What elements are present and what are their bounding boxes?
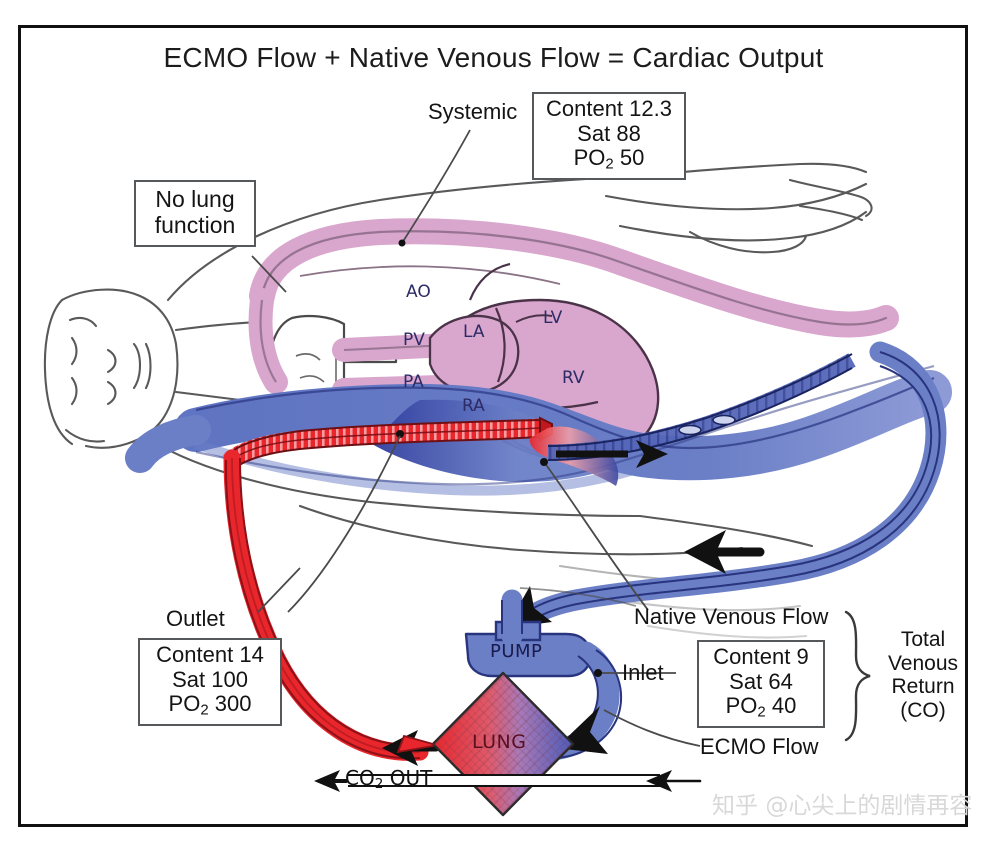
watermark-user: @心尖上的剧情再容: [765, 793, 973, 819]
native-venous-flow-label: Native Venous Flow: [634, 604, 829, 629]
content-label: Content: [545, 96, 624, 121]
anatomy-label-ao: AO: [406, 282, 431, 302]
sat-label: Sat: [577, 120, 611, 146]
outlet-content-row: Content 14: [150, 642, 270, 668]
sat-value: 64: [768, 668, 793, 694]
outlet-po2-row: PO2 300: [150, 691, 270, 719]
total-venous-return-label: Total Venous Return (CO): [874, 628, 972, 722]
po2-subscript: 2: [757, 703, 766, 721]
no-lung-function-text: No lung function: [154, 186, 236, 239]
po2-value: 300: [214, 691, 252, 717]
po2-value: 50: [619, 145, 645, 171]
outlet-values-box: Content 14 Sat 100 PO2 300: [138, 638, 282, 727]
no-lung-function-callout: No lung function: [134, 180, 256, 247]
watermark: 知乎 @心尖上的剧情再容: [712, 786, 972, 820]
content-label: Content: [156, 642, 234, 667]
systemic-content-row: Content 12.3: [544, 96, 674, 122]
watermark-site: 知乎: [712, 793, 758, 819]
po2-label: PO: [725, 693, 758, 719]
systemic-po2-row: PO2 50: [544, 145, 674, 173]
systemic-label: Systemic: [428, 99, 518, 124]
outlet-sat-row: Sat 100: [150, 666, 270, 693]
co2-out-word: OUT: [383, 766, 433, 790]
sat-label: Sat: [729, 668, 763, 694]
co2-subscript: 2: [374, 775, 384, 792]
systemic-sat-row: Sat 88: [544, 120, 674, 147]
co2-out-label: CO2 OUT: [345, 766, 432, 792]
anatomy-label-lv: LV: [543, 308, 563, 328]
membrane-lung-oxygenator: [314, 671, 702, 817]
po2-label: PO: [168, 691, 201, 717]
page-title: ECMO Flow + Native Venous Flow = Cardiac…: [163, 42, 824, 73]
content-label: Content: [713, 644, 791, 669]
tvr-line-1: Total: [900, 628, 946, 651]
leader-lines: [251, 129, 701, 747]
anatomy-label-rv: RV: [562, 368, 585, 388]
sat-label: Sat: [172, 666, 206, 692]
po2-label: PO: [573, 145, 606, 171]
tvr-line-3: Return: [891, 675, 955, 699]
outlet-label: Outlet: [166, 606, 225, 631]
co2-text: CO: [345, 766, 375, 790]
inlet-po2-row: PO2 40: [709, 693, 813, 721]
content-value: 14: [239, 642, 264, 667]
tvr-line-2: Venous: [887, 651, 959, 675]
systemic-values-box: Content 12.3 Sat 88 PO2 50: [532, 92, 686, 181]
po2-subscript: 2: [605, 155, 614, 173]
po2-value: 40: [771, 693, 797, 719]
inlet-content-row: Content 9: [709, 644, 813, 670]
inlet-values-box: Content 9 Sat 64 PO2 40: [697, 640, 825, 729]
pump-label: PUMP: [490, 641, 543, 662]
sat-value: 88: [616, 120, 641, 146]
anatomy-label-ra: RA: [462, 396, 485, 416]
heart-and-arteries: [248, 218, 899, 463]
po2-subscript: 2: [200, 701, 209, 719]
inlet-label: Inlet: [622, 660, 664, 685]
anatomy-label-pa: PA: [403, 372, 424, 392]
lung-label: LUNG: [472, 731, 527, 753]
ecmo-flow-label: ECMO Flow: [700, 734, 819, 759]
anatomy-label-la: LA: [463, 322, 485, 342]
inlet-sat-row: Sat 64: [709, 668, 813, 695]
content-value: 9: [796, 644, 809, 669]
total-venous-return-brace: [844, 610, 871, 742]
sat-value: 100: [211, 666, 248, 692]
anatomy-label-pv: PV: [403, 330, 425, 350]
tvr-line-4: (CO): [900, 698, 946, 722]
content-value: 12.3: [629, 96, 672, 121]
